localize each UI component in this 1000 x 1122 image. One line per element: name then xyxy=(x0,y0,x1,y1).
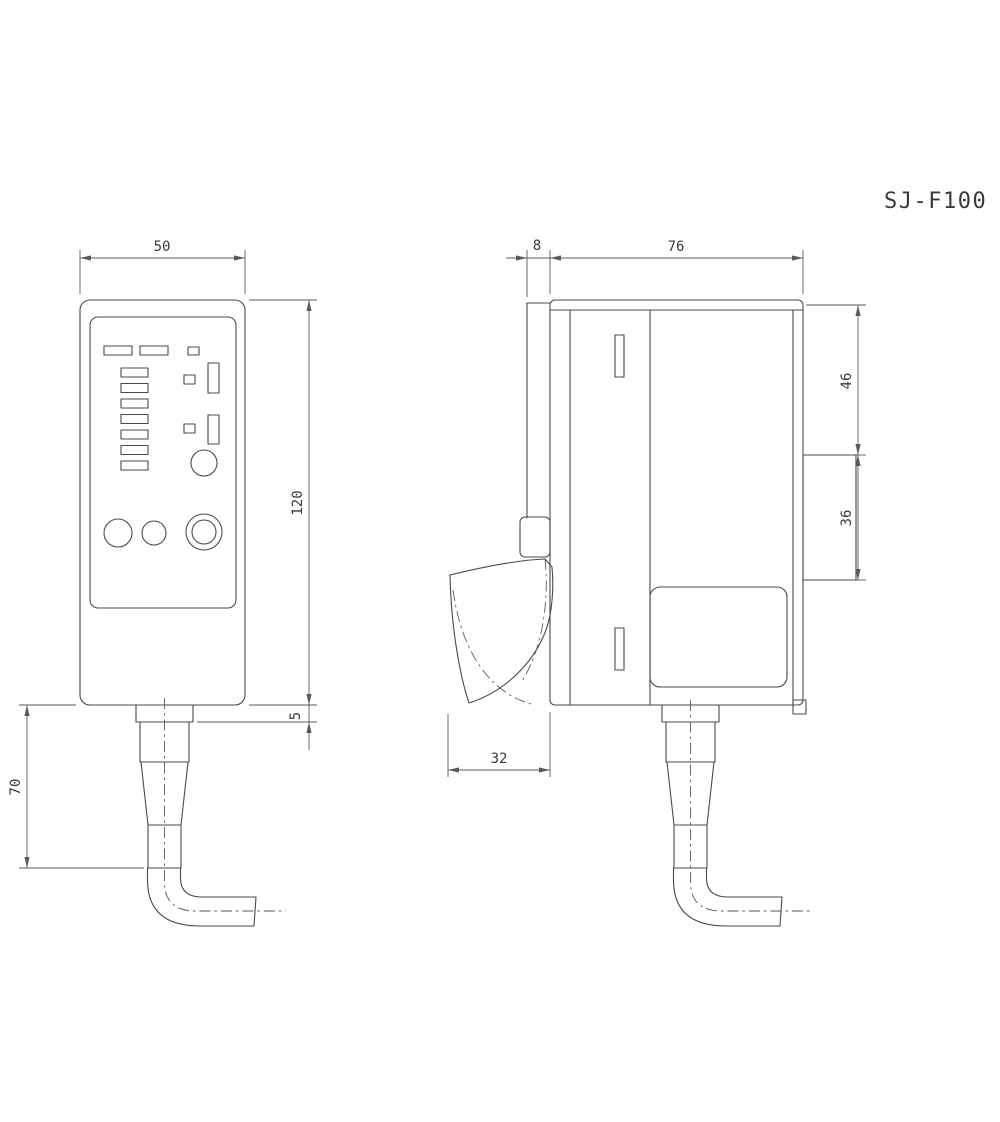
dim-bezel-depth: 8 xyxy=(506,238,551,297)
arrowhead xyxy=(539,767,550,773)
dim-body-depth-label: 76 xyxy=(668,239,685,255)
cable-outer-edge xyxy=(146,867,255,927)
arrowhead xyxy=(855,444,861,455)
front-connector xyxy=(135,698,286,912)
side-label-panel xyxy=(649,586,788,688)
bezel-foot xyxy=(519,516,551,558)
main-knob-inner xyxy=(191,519,217,545)
cable-inner-edge xyxy=(179,867,257,898)
cable-end-cap xyxy=(779,896,783,927)
indicator-led xyxy=(187,346,200,356)
dim-front-width-label: 50 xyxy=(154,239,171,255)
front-bezel-side xyxy=(519,302,551,558)
arrowhead xyxy=(448,767,459,773)
hook-phantom-arc xyxy=(452,589,536,706)
cable-end-cap xyxy=(253,896,257,927)
mounting-hook xyxy=(449,558,554,706)
dim-front-height-label: 120 xyxy=(290,490,306,515)
front-body-outline xyxy=(79,299,246,706)
dim-rail-mount-label: 36 xyxy=(839,510,855,527)
front-panel-indicators xyxy=(103,345,223,551)
main-knob-outer xyxy=(185,513,223,551)
level-bar xyxy=(120,382,149,394)
indicator-bar xyxy=(139,345,169,356)
cable-outer-edge xyxy=(672,867,781,927)
dim-hook-depth: 32 xyxy=(447,712,551,777)
dim-rail-mount: 36 xyxy=(839,455,866,581)
hook-phantom-arc xyxy=(521,558,547,682)
arrowhead xyxy=(306,694,312,705)
level-bar xyxy=(120,367,149,378)
side-view xyxy=(449,299,857,927)
vent-slot-lower xyxy=(614,627,625,671)
panel-button xyxy=(103,518,133,548)
arrowhead xyxy=(855,455,861,466)
dim-connector-length-label: 70 xyxy=(8,779,24,796)
arrowhead xyxy=(855,305,861,316)
arrowhead xyxy=(855,569,861,580)
dim-front-width: 50 xyxy=(79,239,246,294)
arrowhead xyxy=(516,255,527,261)
arrowhead xyxy=(24,857,30,868)
connector-sleeve xyxy=(147,824,182,869)
arrowhead xyxy=(306,300,312,311)
level-bar xyxy=(120,444,149,456)
dim-bezel-depth-label: 8 xyxy=(533,238,541,254)
side-cable xyxy=(672,867,783,927)
dim-bottom-step-label: 5 xyxy=(288,712,304,720)
dim-upper-depth: 46 xyxy=(806,304,866,456)
drawing-title: SJ-F100 xyxy=(884,189,987,214)
hook-outline xyxy=(449,558,554,704)
rail-latch-tab xyxy=(792,699,807,715)
front-cable xyxy=(146,867,257,927)
adjuster-knob xyxy=(190,449,218,477)
arrowhead xyxy=(234,255,245,261)
front-view xyxy=(79,299,286,927)
panel-button xyxy=(141,520,167,546)
indicator-led xyxy=(183,423,196,434)
arrowhead xyxy=(80,255,91,261)
level-bar xyxy=(120,413,149,425)
dim-hook-depth-label: 32 xyxy=(491,751,508,767)
level-bar xyxy=(120,460,149,471)
cable-centerline xyxy=(690,700,812,912)
arrowhead xyxy=(550,255,561,261)
vent-slot-upper xyxy=(614,334,625,378)
dim-front-height: 120 xyxy=(249,299,317,706)
dim-bottom-step: 5 xyxy=(197,705,317,750)
indicator-window xyxy=(207,362,220,394)
side-body-outline xyxy=(549,299,804,706)
din-rail-bracket xyxy=(802,454,857,581)
arrowhead xyxy=(306,722,312,733)
indicator-window xyxy=(207,414,220,445)
dim-connector-length: 70 xyxy=(8,704,144,869)
indicator-led xyxy=(183,374,196,385)
level-bar xyxy=(120,429,149,440)
indicator-bar xyxy=(103,345,133,356)
level-bar xyxy=(120,398,149,409)
arrowhead xyxy=(792,255,803,261)
side-connector xyxy=(661,700,812,912)
dim-body-depth: 76 xyxy=(550,239,804,294)
front-panel xyxy=(89,316,237,609)
cable-inner-edge xyxy=(705,867,783,898)
arrowhead xyxy=(24,705,30,716)
dim-upper-depth-label: 46 xyxy=(839,373,855,390)
